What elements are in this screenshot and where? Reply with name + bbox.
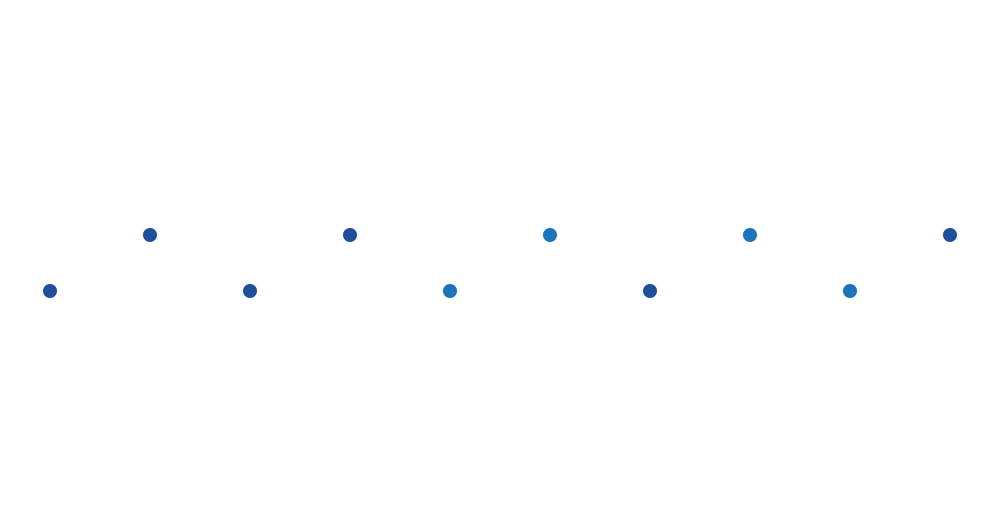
dot-5 — [443, 284, 457, 298]
dot-9 — [843, 284, 857, 298]
dot-3 — [243, 284, 257, 298]
dot-7 — [643, 284, 657, 298]
dot-1 — [43, 284, 57, 298]
dot-4 — [343, 228, 357, 242]
dot-6 — [543, 228, 557, 242]
dot-8 — [743, 228, 757, 242]
dot-2 — [143, 228, 157, 242]
dot-10 — [943, 228, 957, 242]
